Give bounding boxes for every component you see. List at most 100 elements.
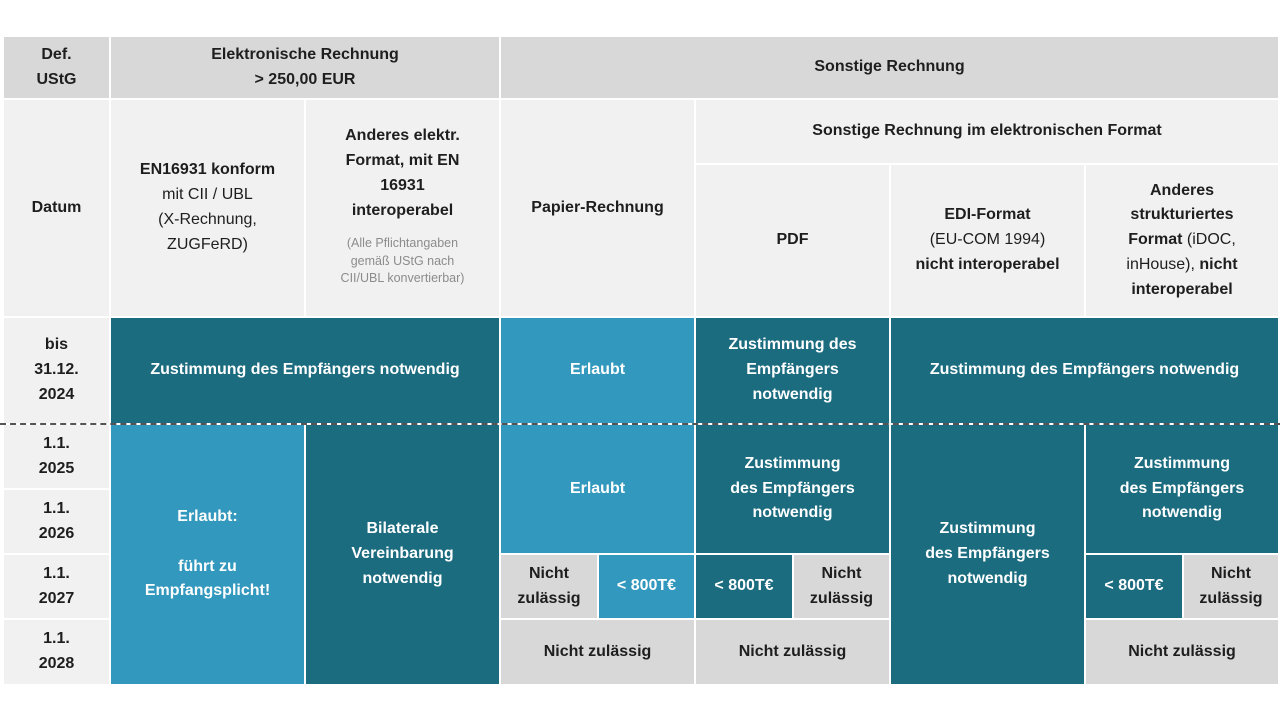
cell-2027-pdf-nz-l2: zulässig: [809, 589, 874, 607]
struktur-l4-bold: nicht: [1194, 255, 1238, 273]
cell-2024-edi-anderes-zustimmung: Zustimmung des Empfängers notwendig: [891, 318, 1278, 423]
cell-bilaterale-l3: notwendig: [362, 569, 443, 587]
cell-2027-papier-lt-800-text: < 800T€: [616, 577, 677, 595]
cell-2024-pdf-l3: notwendig: [752, 385, 833, 403]
date-2027-l1: 1.1.: [43, 564, 70, 582]
dashed-divider: [0, 423, 1280, 425]
struktur-l3-bold: Format: [1128, 231, 1183, 249]
header-sonstige-label: Sonstige Rechnung: [814, 58, 965, 76]
cell-2028-pdf-nz-text: Nicht zulässig: [738, 642, 847, 660]
cell-2025-pdf-l3: notwendig: [752, 504, 833, 522]
cell-en16931-l4: Empfangsplicht!: [144, 582, 271, 600]
cell-2024-pdf-zustimmung: Zustimmung des Empfängers notwendig: [696, 318, 889, 423]
cell-2025-struktur-l1: Zustimmung: [1133, 454, 1230, 472]
cell-2027-papier-lt-800: < 800T€: [599, 555, 694, 618]
cell-2028-papier-nicht-zulaessig: Nicht zulässig: [501, 620, 694, 684]
en16931-line2: (X-Rechnung,: [158, 211, 257, 228]
edi-bold: EDI-Format: [944, 206, 1031, 224]
sonstige-elektronisch-label: Sonstige Rechnung im elektronischen Form…: [812, 122, 1162, 140]
header-edi-format: EDI-Format (EU-COM 1994) nicht interoper…: [891, 165, 1084, 316]
struktur-l4: inHouse), nicht: [1126, 253, 1237, 278]
cell-2028-papier-nz-text: Nicht zulässig: [543, 642, 652, 660]
cell-2024-pdf-l1: Zustimmung des: [728, 336, 857, 354]
date-2026-l1: 1.1.: [43, 499, 70, 517]
cell-2025-pdf-l1: Zustimmung: [744, 454, 841, 472]
date-2025-l2: 2025: [38, 459, 75, 477]
header-pdf: PDF: [696, 165, 889, 316]
cell-2027-struktur-lt-800: < 800T€: [1086, 555, 1182, 618]
date-bis-2024-l1: bis: [44, 336, 69, 354]
date-2025: 1.1. 2025: [4, 425, 109, 488]
cell-2027-pdf-nicht-zulaessig: Nicht zulässig: [794, 555, 889, 618]
cell-2028-pdf-nicht-zulaessig: Nicht zulässig: [696, 620, 889, 684]
cell-2025-pdf-zustimmung: Zustimmung des Empfängers notwendig: [696, 425, 889, 553]
anderes-elektr-line4: interoperabel: [351, 201, 454, 219]
cell-2025-papier-erlaubt: Erlaubt: [501, 425, 694, 553]
header-elektronische-line2: > 250,00 EUR: [254, 70, 356, 88]
cell-2027-papier-nz-l1: Nicht: [528, 564, 569, 582]
cell-2027-papier-nicht-zulaessig: Nicht zulässig: [501, 555, 597, 618]
anderes-elektr-line2: Format, mit EN: [345, 151, 460, 169]
header-def-ustg: Def. UStG: [4, 37, 109, 98]
date-2025-l1: 1.1.: [43, 434, 70, 452]
header-def-ustg-line1: Def.: [41, 45, 72, 63]
cell-2025-anderes-struktur-zustimmung: Zustimmung des Empfängers notwendig: [1086, 425, 1278, 553]
cell-2027-pdf-lt-800: < 800T€: [696, 555, 792, 618]
cell-2024-papier-erlaubt: Erlaubt: [501, 318, 694, 423]
cell-2025-en16931-erlaubt: Erlaubt: führt zu Empfangsplicht!: [111, 425, 304, 684]
cell-2025-anderes-bilaterale: Bilaterale Vereinbarung notwendig: [306, 425, 499, 684]
cell-en16931-l1: Erlaubt:: [177, 507, 238, 525]
struktur-l3: Format (iDOC,: [1128, 228, 1236, 253]
edi-normal: (EU-COM 1994): [929, 231, 1046, 249]
cell-2027-pdf-lt-800-text: < 800T€: [714, 577, 774, 595]
header-anderes-elektr-format: Anderes elektr. Format, mit EN 16931 int…: [306, 100, 499, 316]
pdf-label: PDF: [776, 231, 809, 249]
date-bis-2024-l3: 2024: [38, 385, 75, 403]
cell-2025-struktur-l3: notwendig: [1142, 504, 1222, 522]
anderes-elektr-line3: 16931: [380, 176, 425, 194]
cell-2027-papier-nz-l2: zulässig: [517, 589, 581, 607]
papier-label: Papier-Rechnung: [531, 198, 664, 216]
struktur-l5: interoperabel: [1131, 280, 1233, 298]
anderes-elektr-note3: CII/UBL konvertierbar): [340, 271, 465, 286]
header-en16931-konform: EN16931 konform mit CII / UBL (X-Rechnun…: [111, 100, 304, 316]
en16931-bold: EN16931 konform: [139, 161, 276, 179]
en16931-line1: mit CII / UBL: [162, 186, 253, 204]
date-2028-l2: 2028: [38, 655, 75, 672]
cell-2027-struktur-nz-l2: zulässig: [1199, 589, 1263, 607]
date-2027-l2: 2027: [38, 589, 75, 607]
cell-2025-papier-text: Erlaubt: [569, 479, 626, 497]
header-elektronische-rechnung: Elektronische Rechnung > 250,00 EUR: [111, 37, 499, 98]
cell-bilaterale-l1: Bilaterale: [366, 520, 439, 538]
struktur-l2: strukturiertes: [1130, 206, 1234, 224]
header-elektronische-line1: Elektronische Rechnung: [211, 45, 399, 63]
date-bis-2024-l2: 31.12.: [34, 361, 79, 379]
cell-2025-edi-l2: des Empfängers: [925, 545, 1050, 563]
struktur-l3-normal: (iDOC,: [1182, 231, 1236, 249]
cell-en16931-l3: führt zu: [178, 557, 237, 575]
cell-2025-edi-zustimmung: Zustimmung des Empfängers notwendig: [891, 425, 1084, 684]
cell-2024-elektronisch-text: Zustimmung des Empfängers notwendig: [150, 361, 460, 379]
date-2028: 1.1. 2028: [4, 620, 109, 684]
struktur-l1: Anderes: [1149, 181, 1215, 199]
cell-2027-struktur-nicht-zulaessig: Nicht zulässig: [1184, 555, 1278, 618]
cell-2024-papier-text: Erlaubt: [569, 361, 626, 379]
cell-2027-struktur-lt-800-text: < 800T€: [1104, 577, 1164, 595]
header-datum: Datum: [4, 100, 109, 316]
date-2026-l2: 2026: [38, 524, 75, 542]
anderes-elektr-note1: (Alle Pflichtangaben: [346, 236, 459, 251]
cell-2025-edi-l1: Zustimmung: [939, 520, 1036, 538]
cell-2025-struktur-l2: des Empfängers: [1119, 479, 1245, 497]
date-2026: 1.1. 2026: [4, 490, 109, 553]
cell-2028-struktur-nicht-zulaessig: Nicht zulässig: [1086, 620, 1278, 684]
struktur-l4-normal: inHouse),: [1126, 255, 1195, 273]
anderes-elektr-note2: gemäß UStG nach: [350, 253, 455, 268]
cell-2027-pdf-nz-l1: Nicht: [821, 564, 862, 582]
cell-2024-pdf-l2: Empfängers: [746, 361, 839, 379]
header-papier-rechnung: Papier-Rechnung: [501, 100, 694, 316]
date-2028-l1: 1.1.: [43, 630, 70, 648]
header-sonstige-rechnung: Sonstige Rechnung: [501, 37, 1278, 98]
edi-bold2: nicht interoperabel: [915, 255, 1060, 273]
cell-2028-struktur-nz-text: Nicht zulässig: [1128, 642, 1236, 660]
cell-2025-edi-l3: notwendig: [947, 569, 1028, 587]
